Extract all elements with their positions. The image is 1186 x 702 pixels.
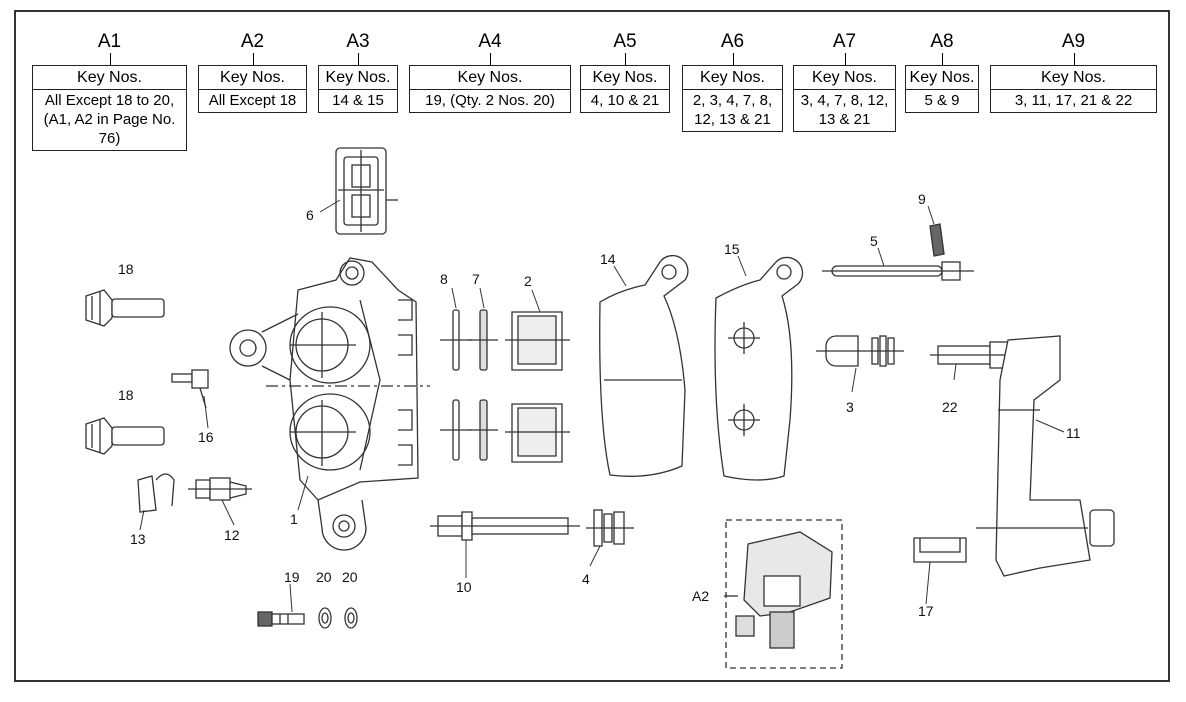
part-20-washer-2 bbox=[344, 607, 358, 629]
part-11-caliper-bracket bbox=[976, 335, 1115, 577]
kit-parts: 4, 10 & 21 bbox=[590, 92, 660, 109]
label-17: 17 bbox=[918, 603, 934, 619]
a2-assembly-box bbox=[724, 519, 843, 669]
kit-parts: 5 & 9 bbox=[924, 92, 960, 109]
kit-code: A3 bbox=[346, 31, 370, 52]
part-7-seal bbox=[468, 309, 498, 461]
part-13-cap bbox=[137, 473, 175, 513]
kit-parts: 3, 11, 17, 21 & 22 bbox=[1014, 92, 1133, 109]
kit-code: A6 bbox=[720, 31, 745, 52]
label-12: 12 bbox=[224, 527, 240, 543]
kit-code: A8 bbox=[930, 31, 954, 52]
label-5: 5 bbox=[870, 233, 878, 249]
part-12-bleed-nipple bbox=[188, 477, 252, 501]
kit-header: Key Nos. bbox=[581, 66, 669, 90]
leader-lines bbox=[139, 199, 1065, 613]
part-20-washer-1 bbox=[318, 607, 332, 629]
kit-parts: 2, 3, 4, 7, 8, 12, 13 & 21 bbox=[692, 92, 773, 128]
kit-parts: All Except 18 bbox=[208, 92, 297, 109]
label-10: 10 bbox=[456, 579, 472, 595]
label-19: 19 bbox=[284, 569, 300, 585]
part-18-bolt-upper bbox=[85, 289, 165, 327]
label-22: 22 bbox=[942, 399, 958, 415]
part-3-guide-pin bbox=[816, 335, 904, 367]
part-15-pad-shim bbox=[714, 256, 804, 481]
kit-code: A7 bbox=[832, 31, 857, 52]
kit-parts: 14 & 15 bbox=[332, 92, 384, 109]
kit-code: A4 bbox=[478, 31, 502, 52]
kit-parts: 19, (Qty. 2 Nos. 20) bbox=[425, 92, 555, 109]
part-10-slide-pin bbox=[430, 511, 580, 541]
label-4: 4 bbox=[582, 571, 590, 587]
kit-parts: 3, 4, 7, 8, 12, 13 & 21 bbox=[800, 92, 889, 128]
label-1: 1 bbox=[290, 511, 298, 527]
kit-header: Key Nos. bbox=[906, 66, 978, 90]
part-1-caliper-body bbox=[229, 257, 430, 551]
kit-code: A9 bbox=[1061, 31, 1086, 52]
part-5-pad-pin bbox=[822, 261, 974, 281]
kit-header: Key Nos. bbox=[319, 66, 397, 90]
label-3: 3 bbox=[846, 399, 854, 415]
part-6-pad-spring bbox=[335, 147, 398, 235]
label-18-lower: 18 bbox=[118, 387, 134, 403]
label-11: 11 bbox=[1066, 425, 1081, 441]
part-18-bolt-lower bbox=[85, 417, 165, 455]
kit-code: A1 bbox=[97, 31, 122, 52]
label-7: 7 bbox=[472, 271, 480, 287]
label-8: 8 bbox=[440, 271, 448, 287]
part-4-pin-boot bbox=[586, 509, 634, 547]
kit-code: A2 bbox=[240, 31, 265, 52]
kit-header: Key Nos. bbox=[991, 66, 1156, 90]
part-2-piston bbox=[505, 311, 570, 463]
kit-header: Key Nos. bbox=[683, 66, 782, 90]
part-17-boot bbox=[913, 537, 967, 563]
kit-header: Key Nos. bbox=[410, 66, 570, 90]
kit-parts: All Except 18 to 20, (A1, A2 in Page No.… bbox=[43, 92, 176, 147]
diagram-frame bbox=[14, 10, 1170, 682]
kit-code: A5 bbox=[613, 31, 637, 52]
label-9: 9 bbox=[918, 191, 926, 207]
label-6: 6 bbox=[306, 207, 314, 223]
label-20-b: 20 bbox=[342, 569, 358, 585]
label-15: 15 bbox=[724, 241, 740, 257]
kit-header: Key Nos. bbox=[794, 66, 895, 90]
part-8-seal bbox=[440, 309, 472, 461]
part-16-bleeder-screw bbox=[171, 369, 209, 409]
part-19-banjo-bolt bbox=[257, 611, 305, 627]
label-2: 2 bbox=[524, 273, 532, 289]
label-13: 13 bbox=[130, 531, 146, 547]
label-20-a: 20 bbox=[316, 569, 332, 585]
label-16: 16 bbox=[198, 429, 214, 445]
label-a2: A2 bbox=[692, 588, 709, 604]
kit-header: Key Nos. bbox=[33, 66, 186, 90]
label-18-upper: 18 bbox=[118, 261, 134, 277]
label-14: 14 bbox=[600, 251, 616, 267]
part-9-clip bbox=[929, 223, 945, 257]
part-labels: 1 2 3 4 5 6 7 8 9 10 11 12 13 14 15 16 1… bbox=[118, 191, 1081, 619]
part-14-brake-pad bbox=[599, 255, 689, 477]
kit-header: Key Nos. bbox=[199, 66, 306, 90]
